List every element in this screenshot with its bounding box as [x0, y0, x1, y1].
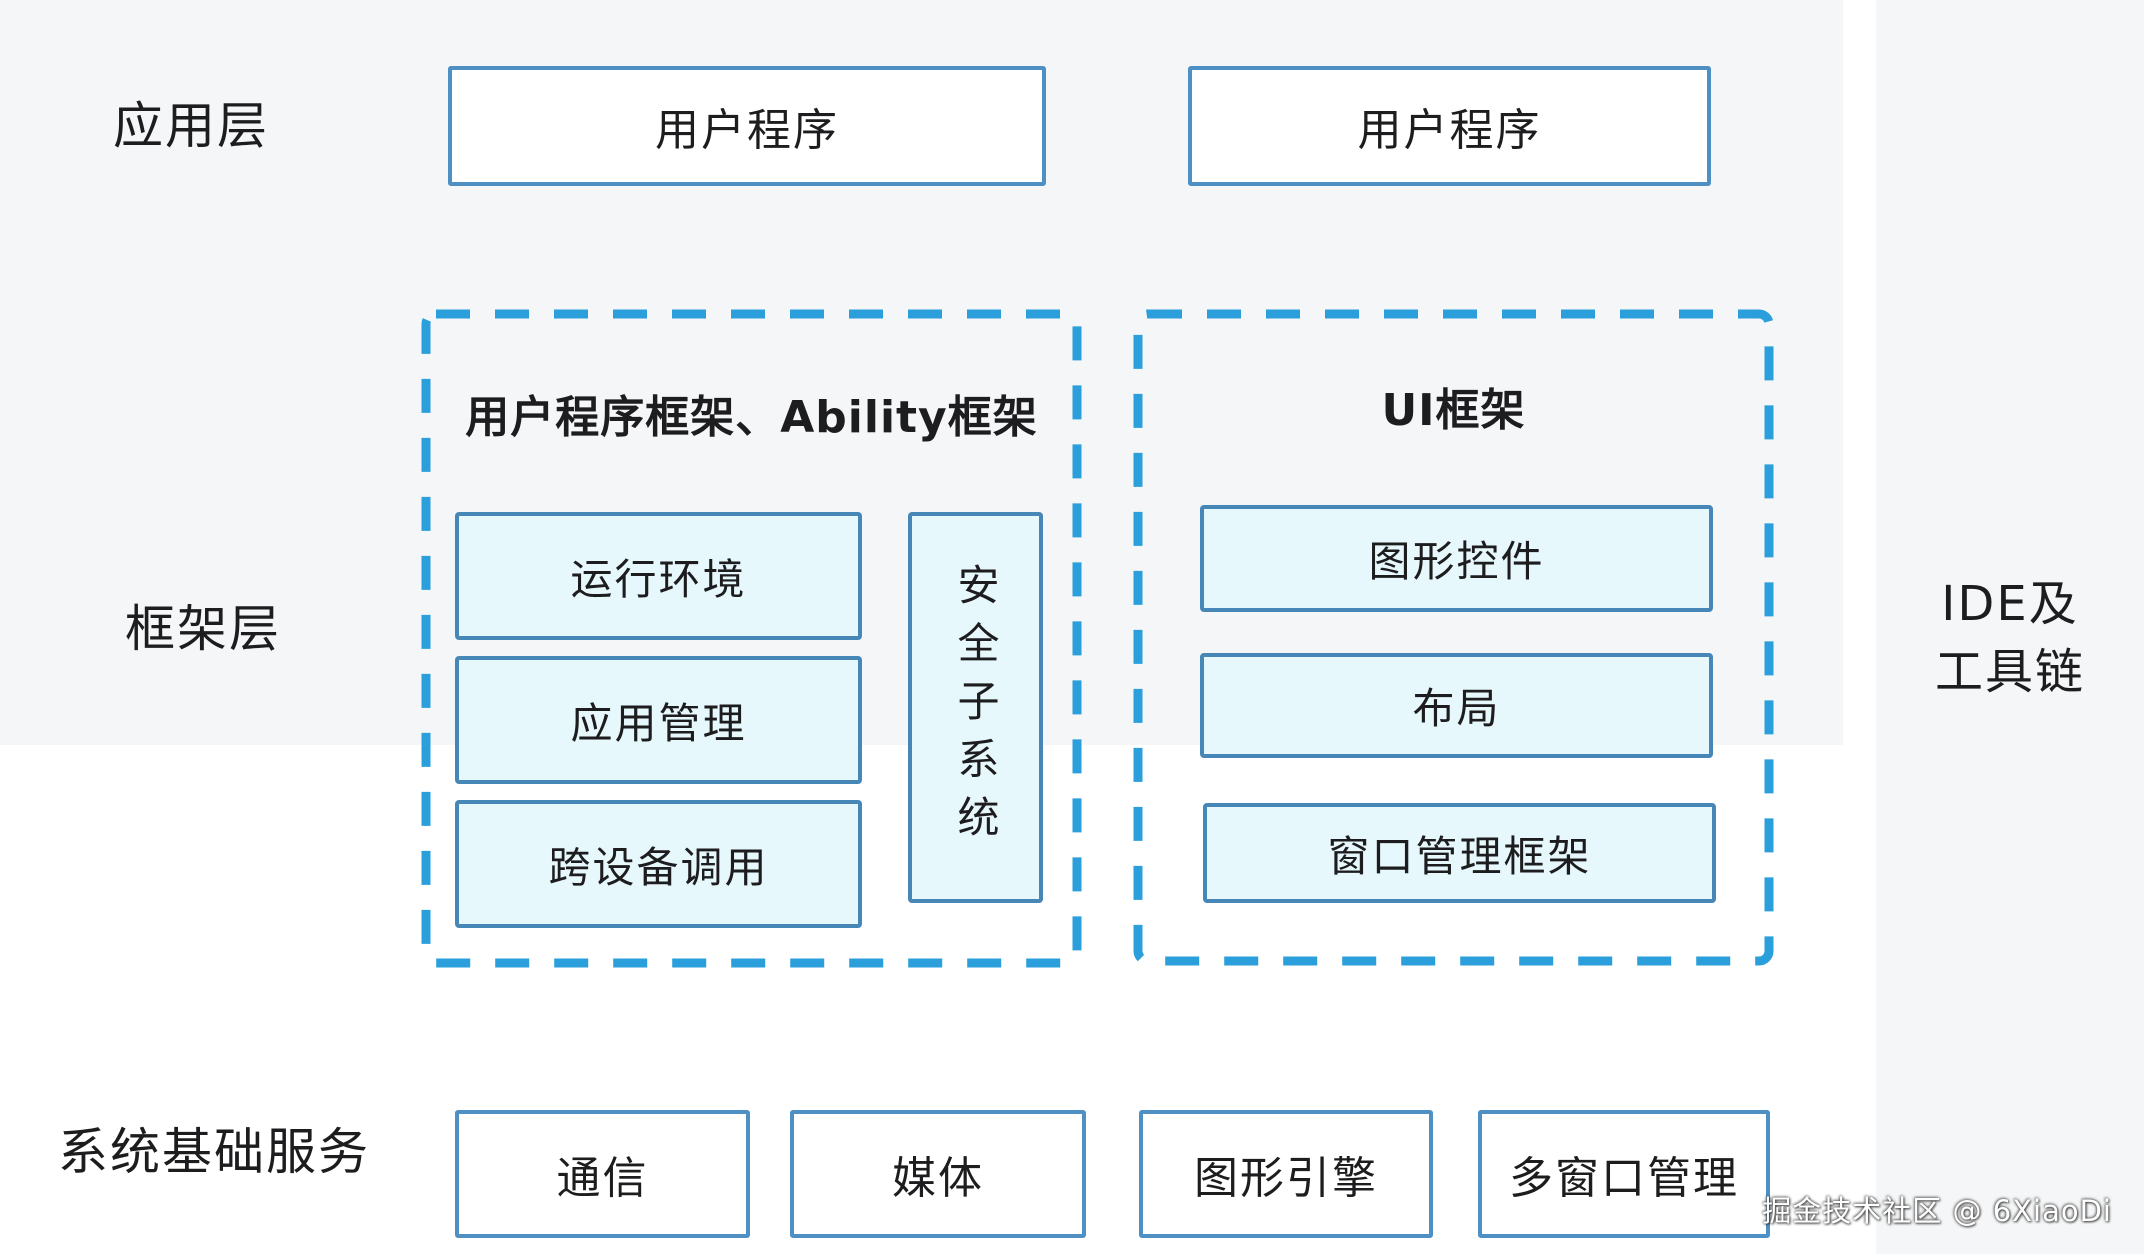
ui-group-title: UI框架 [1381, 385, 1526, 436]
cross-device-invocation-box: 跨设备调用 [455, 800, 862, 928]
media-box: 媒体 [790, 1110, 1086, 1238]
security-subsystem-label: 安全子系统 [951, 562, 1000, 853]
graphics-engine-box: 图形引擎 [1139, 1110, 1433, 1238]
ui-group-dashed-border [1133, 309, 1774, 966]
ide-toolchain-label: IDE及 工具链 [1876, 570, 2144, 706]
user-program-box-1: 用户程序 [448, 66, 1046, 186]
watermark-text: 掘金技术社区 @ 6XiaoDi [1762, 1194, 2112, 1228]
ui-framework-group: UI框架 图形控件 布局 窗口管理框架 [1133, 309, 1774, 966]
application-management-box: 应用管理 [455, 656, 862, 784]
ability-group-title: 用户程序框架、Ability框架 [465, 392, 1038, 443]
layout-box: 布局 [1200, 653, 1713, 758]
application-layer-label: 应用层 [113, 97, 269, 155]
window-management-framework-box: 窗口管理框架 [1203, 803, 1716, 903]
framework-layer-label: 框架层 [125, 600, 281, 658]
communication-box: 通信 [455, 1110, 750, 1238]
graphic-controls-box: 图形控件 [1200, 505, 1713, 612]
ide-toolchain-band [1876, 0, 2144, 1254]
runtime-environment-box: 运行环境 [455, 512, 862, 640]
ide-toolchain-line-2: 工具链 [1934, 644, 2085, 700]
services-layer-label: 系统基础服务 [58, 1123, 370, 1181]
user-program-box-2: 用户程序 [1188, 66, 1711, 186]
multi-window-management-box: 多窗口管理 [1478, 1110, 1770, 1238]
ability-group-dashed-border [421, 309, 1082, 968]
ability-framework-group: 用户程序框架、Ability框架 运行环境 应用管理 跨设备调用 安全子系统 [421, 309, 1082, 968]
ide-toolchain-line-1: IDE及 [1941, 576, 2079, 632]
security-subsystem-box: 安全子系统 [908, 512, 1043, 903]
